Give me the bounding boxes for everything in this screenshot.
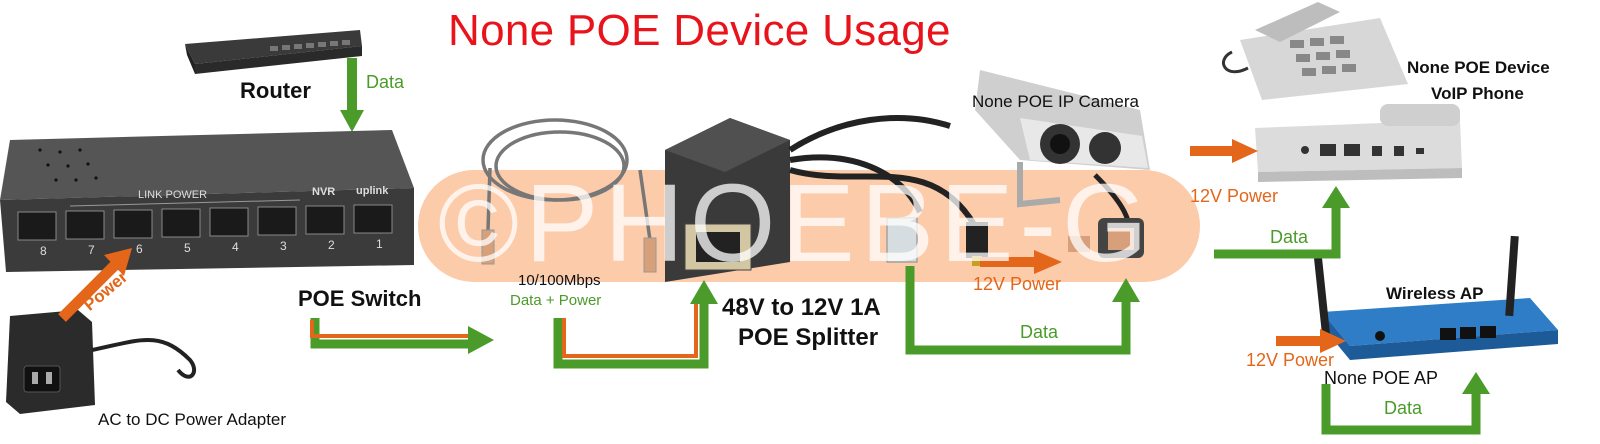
poe-switch-device: [0, 130, 414, 272]
switch-nvr-label: NVR: [312, 186, 336, 198]
ip-camera-device: [975, 70, 1150, 258]
port-number: 8: [40, 244, 47, 258]
ap-data-arrow: [1321, 372, 1490, 435]
poe-switch-label: POE Switch: [298, 286, 422, 311]
cable-speed-label: 10/100Mbps: [518, 272, 601, 289]
router-label: Router: [240, 78, 311, 103]
watermark-text: ©PHOEBE-G: [438, 162, 1154, 285]
wireless-ap-device: [1314, 235, 1558, 360]
camera-power-label: 12V Power: [973, 274, 1062, 294]
switch-uplink-label: uplink: [356, 185, 389, 197]
port-number: 5: [184, 241, 191, 255]
port-number: 2: [328, 238, 335, 252]
cable-payload-label: Data + Power: [510, 292, 602, 309]
router-device: [185, 30, 362, 74]
watermark-band: [418, 170, 1200, 282]
port-number: 3: [280, 239, 287, 253]
phone-power-arrow: [1190, 139, 1258, 163]
ip-camera-label: None POE IP Camera: [972, 92, 1139, 111]
camera-data-arrow: [905, 266, 1140, 355]
phone-data-label: Data: [1270, 227, 1309, 247]
rj45-plug: [886, 217, 918, 263]
voip-label-line2: VoIP Phone: [1431, 84, 1524, 103]
port-number: 7: [88, 243, 95, 257]
power-adapter-label: AC to DC Power Adapter: [98, 410, 287, 429]
poe-splitter-device: [665, 115, 978, 282]
router-data-label: Data: [366, 72, 405, 92]
diagram-title: None POE Device Usage: [448, 6, 951, 55]
power-adapter-device: [6, 310, 197, 414]
adapter-power-arrow: [58, 248, 132, 322]
dc-plug: [966, 222, 988, 258]
camera-data-label: Data: [1020, 322, 1059, 342]
phone-power-label: 12V Power: [1190, 186, 1279, 206]
port-number: 6: [136, 242, 143, 256]
ap-power-label: 12V Power: [1246, 350, 1335, 370]
ethernet-cable: [481, 118, 652, 241]
voip-label-line1: None POE Device: [1407, 58, 1550, 77]
none-poe-ap-label: None POE AP: [1324, 368, 1439, 388]
ap-data-label: Data: [1384, 398, 1423, 418]
phone-data-arrow: [1214, 186, 1350, 259]
splitter-label-line2: POE Splitter: [738, 324, 879, 351]
switch-group-label: LINK POWER: [138, 189, 208, 201]
cable-to-splitter-arrow: [553, 280, 718, 369]
switch-to-cable-arrow: [310, 318, 494, 354]
voip-phone-device: [1222, 2, 1462, 182]
port-number: 4: [232, 240, 239, 254]
port-number: 1: [376, 237, 383, 251]
wireless-ap-label: Wireless AP: [1386, 284, 1484, 303]
splitter-label-line1: 48V to 12V 1A: [722, 294, 881, 321]
camera-power-arrow: [980, 250, 1062, 274]
router-data-arrow: [340, 58, 364, 132]
ap-power-arrow: [1276, 329, 1346, 353]
